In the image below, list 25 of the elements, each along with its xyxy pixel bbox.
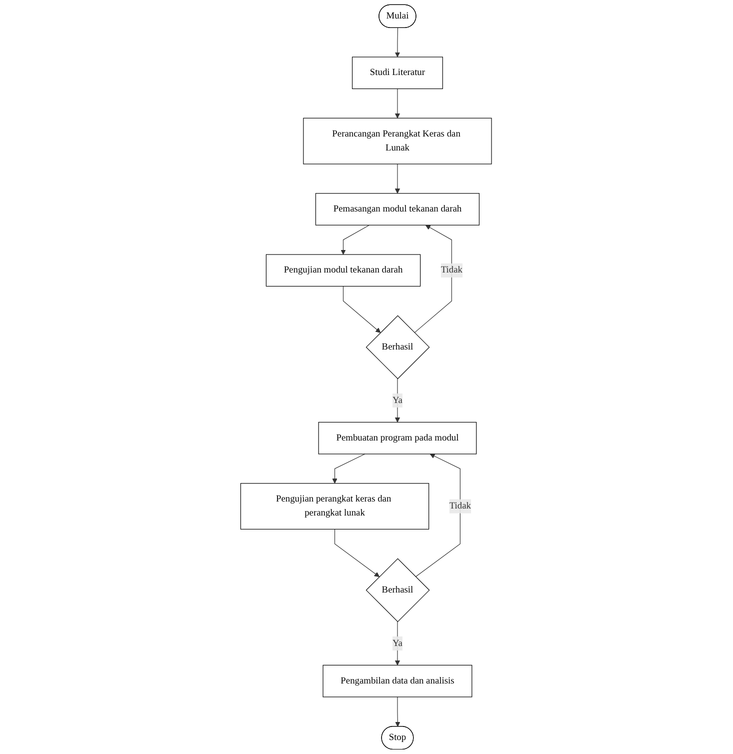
node-box: Pengujian perangkat keras dan perangkat lunak	[240, 483, 430, 530]
node-box: Perancangan Perangkat Keras dan Lunak	[304, 118, 492, 164]
node-box: Pembuatan program pada modul	[318, 422, 478, 454]
node-box: Pemasangan modul tekanan darah	[316, 193, 480, 226]
node-box: Pengujian modul tekanan darah	[266, 254, 421, 287]
edge-label: Ya	[392, 395, 403, 406]
node-diamond: Berhasil	[366, 315, 430, 380]
node-box: Studi Literatur	[352, 56, 444, 90]
edge-label: Tidak	[441, 265, 463, 276]
arrow	[395, 621, 400, 666]
node-box: Pengambilan data dan analisis	[323, 664, 473, 698]
arrow	[395, 88, 400, 118]
arrow	[334, 528, 380, 578]
arrow	[416, 454, 461, 578]
arrow	[395, 164, 400, 194]
arrow	[341, 224, 370, 255]
edge-label: Tidak	[450, 501, 472, 512]
arrow	[414, 224, 452, 333]
arrow	[395, 696, 401, 727]
arrow	[395, 28, 400, 58]
arrow	[395, 378, 400, 422]
arrow	[343, 286, 382, 333]
arrow	[332, 454, 366, 484]
node-diamond: Berhasil	[366, 558, 430, 622]
edge-label: Ya	[392, 638, 403, 648]
